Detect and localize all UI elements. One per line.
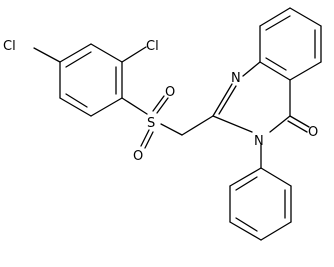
bond-c-cl-left xyxy=(33,47,61,63)
bond-s-o-bottom-a xyxy=(140,129,150,147)
dichlorophenyl-ring xyxy=(59,43,123,117)
bond-ring-s xyxy=(121,97,148,115)
atom-sulfur: S xyxy=(147,116,155,131)
benzo-ring xyxy=(259,7,322,81)
bond-c-o-b xyxy=(287,120,308,133)
atom-n3: N xyxy=(254,134,264,149)
pyrimidinone-ring xyxy=(212,61,291,133)
phenyl-ring xyxy=(229,167,292,241)
bond-s-ch2 xyxy=(160,123,183,136)
atom-o-sulfonyl-top: O xyxy=(165,85,175,100)
atom-o-sulfonyl-bottom: O xyxy=(133,149,143,164)
atom-o-carbonyl: O xyxy=(308,125,318,140)
bond-s-o-top-b xyxy=(156,97,169,114)
bond-s-o-top-a xyxy=(152,95,165,112)
atom-n1: N xyxy=(231,71,241,86)
atom-cl-right: Cl xyxy=(146,39,159,54)
bond-c-cl-right xyxy=(121,46,147,63)
atom-cl-left: Cl xyxy=(3,39,16,54)
bond-s-o-bottom-b xyxy=(144,131,154,149)
bond-c-o-a xyxy=(289,115,310,128)
bond-ch2-c2 xyxy=(181,115,214,136)
